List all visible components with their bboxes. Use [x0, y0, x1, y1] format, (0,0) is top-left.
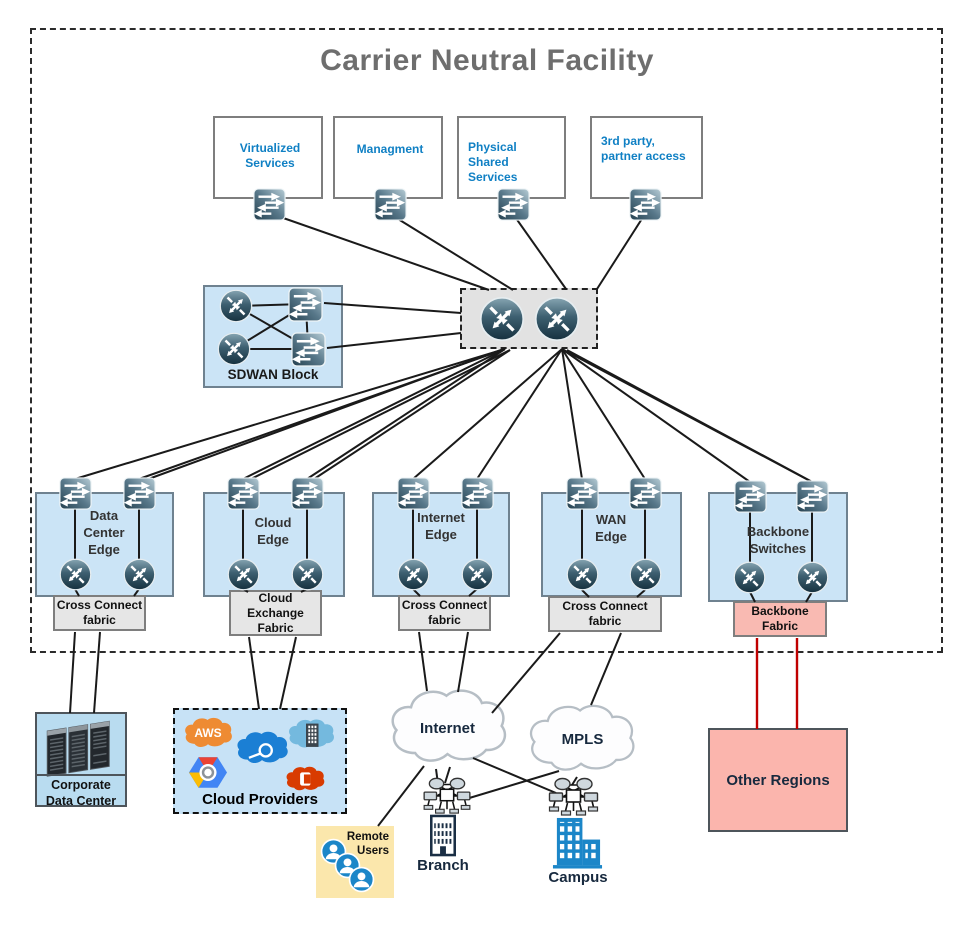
- facility-boundary: [30, 28, 943, 653]
- google-cloud-icon: [189, 756, 227, 789]
- switch-icon: [227, 477, 260, 510]
- mpls-label: MPLS: [561, 731, 604, 748]
- fabric-label: Cross Connect fabric: [562, 599, 648, 628]
- switch-icon: [734, 480, 767, 513]
- router-icon: [227, 558, 260, 591]
- router-icon: [397, 558, 430, 591]
- switch-icon: [291, 332, 326, 367]
- corporate-dc-label: Corporate Data Center: [37, 774, 125, 808]
- page-title: Carrier Neutral Facility: [320, 44, 654, 77]
- edge-block-label: Internet Edge: [417, 510, 465, 542]
- cloud-providers-label: Cloud Providers: [202, 791, 318, 808]
- router-icon: [566, 558, 599, 591]
- fabric-label: Backbone Fabric: [751, 604, 809, 633]
- router-icon: [629, 558, 662, 591]
- switch-icon: [629, 477, 662, 510]
- fabric-backbone: Backbone Fabric: [733, 601, 827, 637]
- router-icon: [796, 561, 829, 594]
- switch-icon: [397, 477, 430, 510]
- aws-label: AWS: [194, 726, 222, 740]
- internet-label: Internet: [419, 720, 475, 737]
- service-box-3rd-party: 3rd party, partner access: [590, 116, 703, 199]
- switch-icon: [497, 188, 530, 221]
- switch-icon: [566, 477, 599, 510]
- other-regions-box: Other Regions: [708, 728, 848, 832]
- campus-switch-cluster-icon: [546, 775, 601, 817]
- fabric-cross-connect-dc: Cross Connect fabric: [53, 595, 146, 631]
- switch-icon: [796, 480, 829, 513]
- fabric-cross-connect-wan: Cross Connect fabric: [548, 596, 662, 632]
- fabric-cloud-exchange: Cloud Exchange Fabric: [229, 590, 322, 636]
- switch-icon: [374, 188, 407, 221]
- core-router-icon: [534, 296, 580, 342]
- service-label: Virtualized Services: [239, 141, 301, 170]
- switch-icon: [288, 287, 323, 322]
- corporate-data-center: Corporate Data Center: [35, 712, 127, 808]
- router-icon: [733, 561, 766, 594]
- service-label: 3rd party, partner access: [601, 134, 686, 163]
- branch-label: Branch: [417, 857, 469, 874]
- branch-building-icon: [429, 814, 457, 857]
- switch-icon: [123, 477, 156, 510]
- user-icon: [348, 866, 375, 893]
- fabric-cross-connect-internet: Cross Connect fabric: [398, 595, 491, 631]
- router-icon: [59, 558, 92, 591]
- campus-label: Campus: [548, 869, 608, 886]
- switch-icon: [629, 188, 662, 221]
- router-icon: [461, 558, 494, 591]
- service-label: Physical Shared Services: [468, 140, 518, 184]
- router-icon: [291, 558, 324, 591]
- core-router-icon: [479, 296, 525, 342]
- edge-block-label: Backbone Switches: [746, 524, 810, 556]
- campus-building-icon: [551, 816, 604, 869]
- office365-cloud-icon: [284, 764, 326, 794]
- edge-block-label: WAN Edge: [595, 512, 627, 544]
- edge-block-label: Cloud Edge: [254, 515, 292, 547]
- fabric-label: Cross Connect fabric: [56, 598, 143, 627]
- branch-switch-cluster-icon: [422, 775, 472, 815]
- other-regions-label: Other Regions: [726, 771, 830, 789]
- azure-cloud-icon: [234, 728, 290, 768]
- remote-users-label: Remote Users: [346, 831, 389, 857]
- router-icon: [123, 558, 156, 591]
- router-icon: [217, 332, 251, 366]
- sdwan-label: SDWAN Block: [227, 367, 319, 382]
- service-label: Managment: [356, 142, 424, 156]
- switch-icon: [253, 188, 286, 221]
- switch-icon: [291, 477, 324, 510]
- building-cloud-icon: [286, 711, 336, 757]
- fabric-label: Cloud Exchange Fabric: [247, 590, 304, 635]
- router-icon: [219, 289, 253, 323]
- edge-block-label: Data Center Edge: [83, 508, 125, 557]
- fabric-label: Cross Connect fabric: [401, 598, 488, 627]
- switch-icon: [461, 477, 494, 510]
- service-box-physical-shared: Physical Shared Services: [457, 116, 566, 199]
- switch-icon: [59, 477, 92, 510]
